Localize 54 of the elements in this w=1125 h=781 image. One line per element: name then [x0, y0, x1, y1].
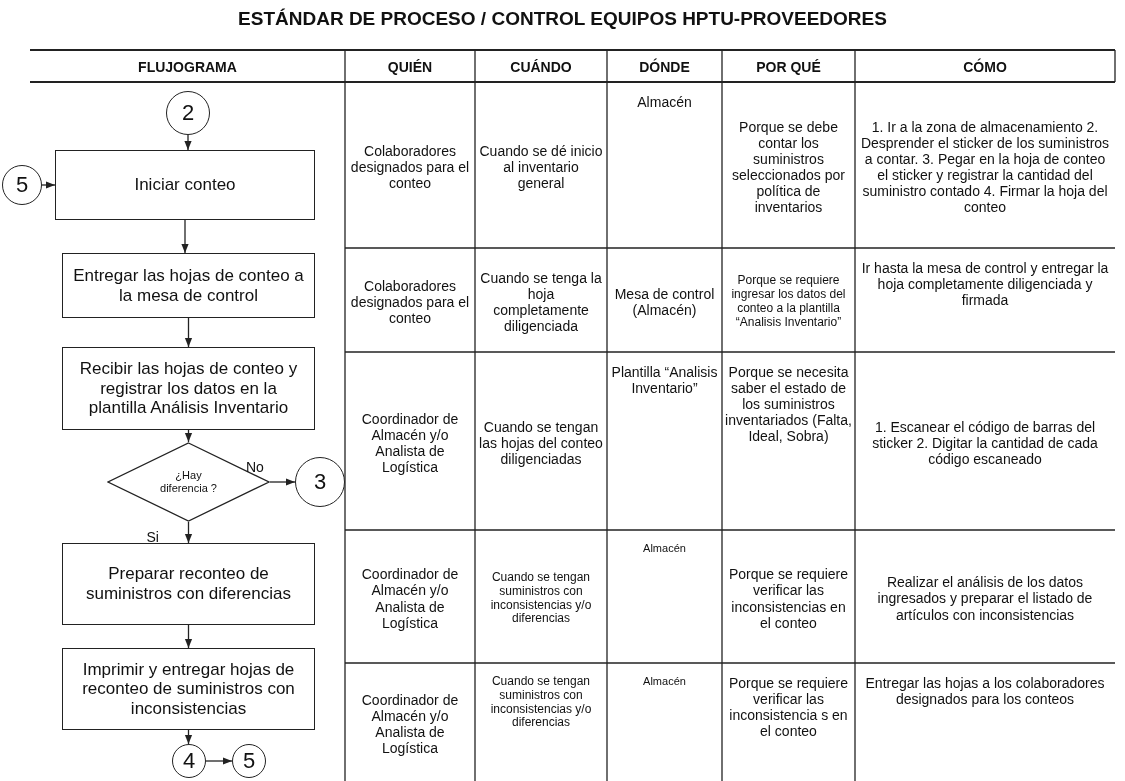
process-box: Imprimir y entregar hojas de reconteo de suministros con inconsistencias	[62, 648, 315, 730]
table-cell-text: Realizar el análisis de los datos ingresados y preparar el listado de artículos con inconsistencias	[876, 573, 1094, 625]
connector-circle: 5	[2, 165, 42, 205]
arrow	[41, 181, 56, 189]
table-cell-text: Coordinador de Almacén y/o Analista de Logística	[360, 565, 460, 633]
arrow	[184, 624, 193, 649]
table-cell-text: 1. Escanear el código de barras del sticker 2. Digitar la cantidad de cada código escaneado	[871, 417, 1099, 470]
arrow	[184, 521, 193, 544]
table-cell-text: Almacén	[642, 674, 687, 689]
process-box: Iniciar conteo	[55, 150, 315, 220]
table-cell-text: Porque se debe contar los suministros seleccionados por política de inventarios	[731, 117, 846, 218]
table-cell-text: Cuando se tengan las hojas del conteo diligenciadas	[478, 417, 604, 470]
table-cell-text: Almacén	[636, 93, 693, 112]
arrow	[184, 429, 193, 443]
table-cell-text: Entregar las hojas a los colaboradores designados para los conteos	[864, 674, 1106, 710]
column-header: POR QUÉ	[755, 57, 822, 77]
table-cell-text: Ir hasta la mesa de control y entregar la hoja completamente diligenciada y firmada	[860, 259, 1110, 311]
table-cell-text: Cuando se tenga la hoja completamente diligenciada	[479, 268, 603, 337]
arrow	[184, 317, 193, 348]
column-header: CÓMO	[962, 57, 1008, 77]
column-header: QUIÉN	[386, 57, 434, 77]
arrow	[269, 478, 296, 486]
table-cell-text: Cuando se dé inicio al inventario general	[478, 141, 604, 194]
table-cell-text: 1. Ir a la zona de almacenamiento 2. Desprender el sticker de los suministros a contar. 3. Pegar en la hoja de conteo el sticker y registrar la cantidad del suministro contado 4. Firmar la hoja del conteo	[859, 117, 1111, 218]
table-cell-text: Cuando se tengan suministros con inconsistencias y/o diferencias	[489, 673, 593, 732]
table-cell-text: Porque se requiere ingresar los datos del conteo a la plantilla “Analisis Inventario”	[730, 272, 847, 331]
table-cell-text: Mesa de control (Almacén)	[613, 284, 716, 320]
table-cell-text: Colaboradores designados para el conteo	[349, 141, 471, 194]
table-cell-text: Plantilla “Analisis Inventario”	[610, 363, 719, 399]
table-cell-text: Porque se necesita saber el estado de los suministros inventariados (Falta, Ideal, Sobra)	[724, 363, 853, 447]
process-box: Recibir las hojas de conteo y registrar los datos en la plantilla Análisis Inventario	[62, 347, 315, 430]
process-box: Entregar las hojas de conteo a la mesa de control	[62, 253, 315, 318]
title: ESTÁNDAR DE PROCESO / CONTROL EQUIPOS HPTU-PROVEEDORES	[237, 8, 888, 31]
table-cell-text: Porque se requiere verificar las inconsistencia s en el conteo	[727, 674, 850, 742]
connector-circle: 4	[172, 744, 206, 778]
column-header: DÓNDE	[638, 57, 691, 77]
column-header: CUÁNDO	[509, 57, 573, 77]
table-cell-text: Coordinador de Almacén y/o Analista de Logística	[360, 409, 460, 478]
arrow	[205, 757, 233, 765]
table-cell-text: Cuando se tengan suministros con inconsistencias y/o diferencias	[489, 568, 593, 628]
process-box: Preparar reconteo de suministros con diferencias	[62, 543, 315, 625]
connector-circle: 5	[232, 744, 266, 778]
table-cell-text: Coordinador de Almacén y/o Analista de Logística	[360, 690, 460, 759]
arrow	[184, 729, 193, 745]
column-header: FLUJOGRAMA	[137, 57, 238, 77]
arrow	[181, 219, 189, 254]
connector-circle: 2	[166, 91, 210, 135]
connector-circle: 3	[295, 457, 345, 507]
table-cell-text: Porque se requiere verificar las inconsistencias en el conteo	[727, 565, 850, 633]
edge-label: Si	[146, 528, 159, 546]
table-cell-text: Colaboradores designados para el conteo	[349, 276, 471, 329]
edge-label: No	[246, 458, 264, 476]
table-cell-text: Almacén	[642, 541, 687, 556]
arrow	[184, 134, 192, 151]
